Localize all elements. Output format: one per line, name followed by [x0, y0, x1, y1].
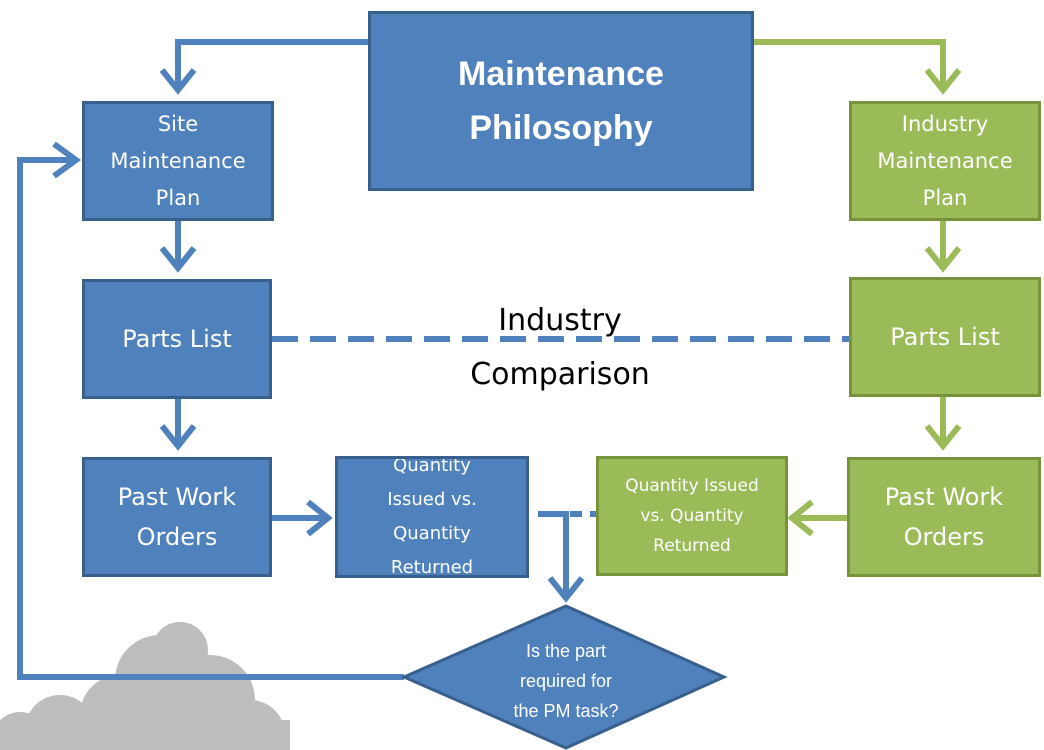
arrowhead-industry-parts — [924, 246, 962, 273]
industry-plan-label: Industry Maintenance Plan — [877, 111, 1013, 210]
arrowhead-site-orders — [159, 424, 197, 451]
arrowhead-site-quantity — [306, 499, 333, 537]
site-past-work-orders-box: Past Work Orders — [82, 457, 272, 577]
arrow-decision-feedback-loop — [17, 157, 404, 680]
industry-quantity-label: Quantity Issued vs. Quantity Returned — [625, 476, 759, 556]
maintenance-philosophy-box: Maintenance Philosophy — [368, 11, 754, 191]
arrowhead-feedback-site-plan — [52, 141, 82, 179]
arrow-title-to-industry-plan — [752, 39, 946, 88]
arrow-title-to-site-plan — [175, 39, 370, 88]
site-past-work-orders-label: Past Work Orders — [117, 483, 237, 551]
site-plan-label: Site Maintenance Plan — [110, 111, 246, 210]
site-parts-list-label: Parts List — [122, 325, 232, 353]
tree-silhouette — [0, 622, 290, 750]
industry-past-work-orders-label: Past Work Orders — [884, 483, 1004, 551]
industry-quantity-box: Quantity Issued vs. Quantity Returned — [596, 456, 788, 576]
arrowhead-site-parts — [159, 246, 197, 273]
industry-parts-list-label: Parts List — [890, 323, 1000, 351]
site-quantity-label: Quantity Issued vs. Quantity Returned — [387, 456, 477, 578]
arrowhead-industry-quantity — [787, 499, 814, 537]
industry-past-work-orders-box: Past Work Orders — [847, 457, 1041, 577]
industry-maintenance-plan-box: Industry Maintenance Plan — [849, 101, 1041, 221]
industry-comparison-label: Industry Comparison — [440, 294, 680, 402]
decision-text: Is the part required for the PM task? — [486, 618, 646, 744]
arrow-quantity-to-decision — [538, 511, 569, 596]
site-quantity-box: Quantity Issued vs. Quantity Returned — [335, 456, 529, 578]
industry-parts-list-box: Parts List — [849, 277, 1041, 397]
decision-diamond — [400, 604, 728, 750]
page-title: Maintenance Philosophy — [458, 55, 664, 147]
arrowhead-decision — [547, 576, 585, 603]
decision-label: Is the part required for the PM task? — [513, 641, 619, 721]
site-maintenance-plan-box: Site Maintenance Plan — [82, 101, 274, 221]
site-parts-list-box: Parts List — [82, 279, 272, 399]
comparison-label-line2: Comparison — [470, 357, 650, 392]
comparison-label-line1: Industry — [498, 303, 622, 338]
arrowhead-industry-plan — [924, 68, 962, 95]
arrowhead-industry-orders — [924, 424, 962, 451]
arrowhead-site-plan — [159, 68, 197, 95]
